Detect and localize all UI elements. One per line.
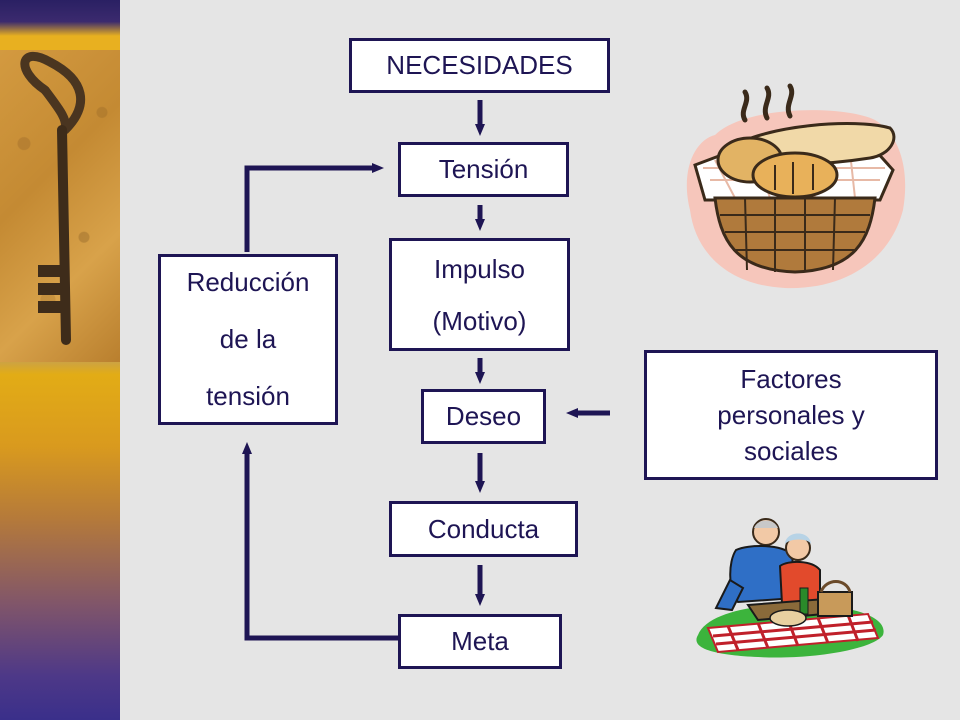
node-label: Tensión (438, 154, 529, 184)
node-conducta: Conducta (389, 501, 578, 557)
node-label: Conducta (427, 513, 540, 544)
node-meta: Meta (398, 614, 562, 669)
node-factores: Factores personales y sociales (644, 350, 938, 480)
node-label-line3: sociales (744, 436, 838, 466)
node-label: Meta (451, 626, 509, 656)
node-deseo: Deseo (421, 389, 546, 444)
key-icon (20, 51, 85, 345)
node-reduccion: Reducción de la tensión (158, 254, 338, 425)
bread-basket-icon (686, 83, 906, 289)
node-label: NECESIDADES (386, 50, 573, 80)
node-label: Deseo (445, 401, 522, 431)
node-label-line2: personales y (717, 400, 865, 430)
node-impulso: Impulso (Motivo) (389, 238, 570, 351)
key-photo (0, 50, 120, 362)
node-label-line2: (Motivo) (432, 305, 527, 336)
node-label-line3: tensión (206, 381, 290, 411)
node-tension: Tensión (398, 142, 569, 197)
node-label-line1: Factores (740, 364, 842, 394)
node-label-line1: Reducción (186, 267, 310, 297)
node-label-line2: de la (219, 324, 277, 354)
picnic-couple-icon (696, 518, 884, 658)
node-necesidades: NECESIDADES (349, 38, 610, 93)
arrow-meta-reduccion (242, 442, 398, 641)
node-label-line1: Impulso (433, 253, 526, 284)
arrow-reduccion-tension (244, 163, 384, 252)
